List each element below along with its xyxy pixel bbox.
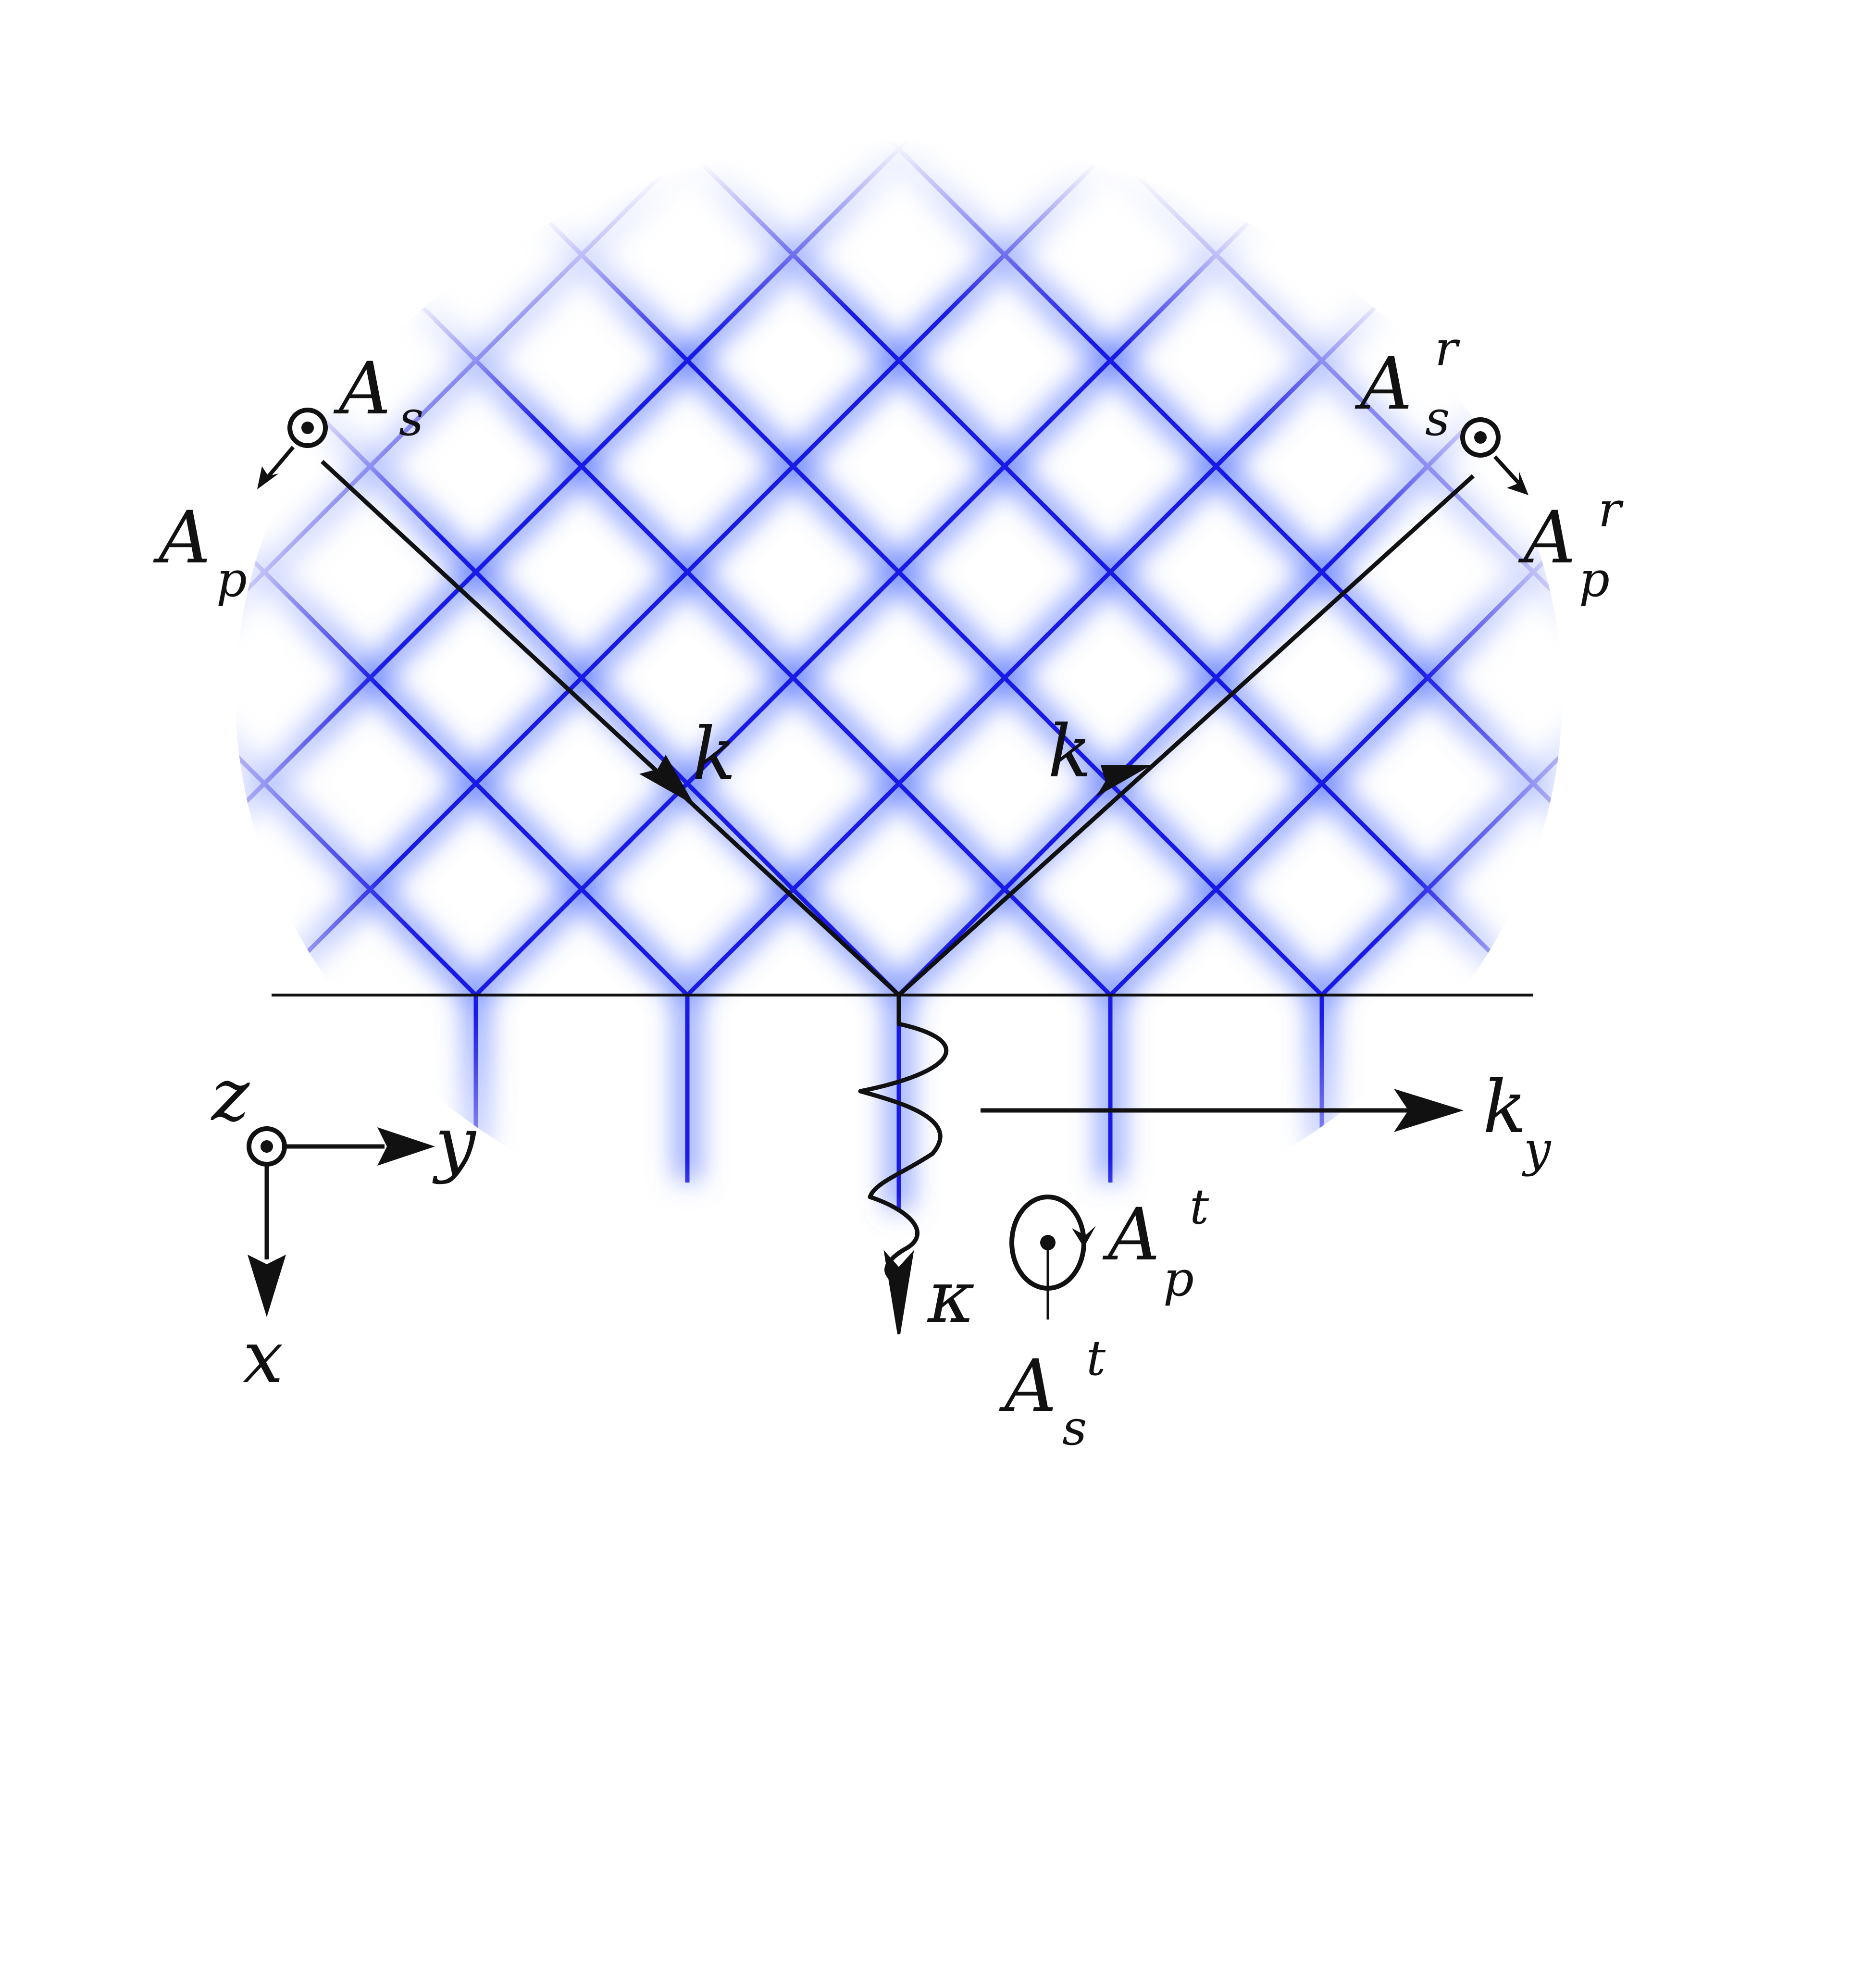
circular-arrowhead: [1072, 1226, 1096, 1247]
incident-as-label-main: A: [333, 347, 391, 431]
incident-ray: [320, 460, 901, 997]
wavefront-rising: [1531, 649, 1876, 997]
apr-small-arrow: [1493, 455, 1520, 485]
wavefront-falling: [609, 70, 1535, 997]
reflected-as-label-sub: s: [1425, 390, 1450, 447]
dot-icon: [1474, 431, 1487, 444]
ap-small-arrowhead: [257, 466, 279, 489]
wavefront-falling: [0, 727, 266, 997]
transmitted-as-label-main: A: [999, 1345, 1056, 1428]
wavefront-rising: [474, 70, 1401, 997]
reflected-k-arrowhead: [1096, 765, 1151, 797]
reflected-k-label: k: [1048, 710, 1092, 794]
kappa-label: κ: [927, 1256, 975, 1339]
reflected-as-label-main: A: [1354, 342, 1412, 426]
reflected-ap-label-main: A: [1518, 496, 1576, 580]
incident-k-arrowhead: [639, 755, 695, 805]
incident-as-label-sub: s: [399, 390, 423, 447]
wavefront-rising: [685, 70, 1612, 997]
incident-polarization-marker: [257, 408, 328, 489]
wavefront-falling: [1031, 70, 1876, 918]
transmitted-polarization-marker: [1009, 1195, 1096, 1320]
ky-label-sub: y: [1522, 1121, 1552, 1177]
reflected-as-label-sup: r: [1435, 321, 1460, 377]
wavefront-rising: [262, 70, 1189, 997]
wavefront-falling: [186, 70, 1112, 997]
apr-small-arrowhead: [1507, 471, 1528, 495]
wavefront-rising: [1320, 437, 1876, 997]
reflected-ap-label-sup: r: [1598, 482, 1624, 538]
transmitted-ap-label-sub: p: [1163, 1251, 1194, 1307]
ky-label-main: k: [1483, 1066, 1527, 1149]
reflected-polarization-marker: [1460, 417, 1528, 495]
dot-icon: [261, 1140, 273, 1153]
axis-y-label: y: [432, 1102, 477, 1185]
wavefront-rising: [1108, 226, 1876, 997]
wavefront-falling: [0, 516, 478, 997]
wavefront-rising: [51, 70, 978, 997]
reflected-ray: [897, 474, 1475, 997]
incident-ap-label-main: A: [153, 496, 211, 580]
axis-x-label: x: [243, 1316, 284, 1399]
wavefront-falling: [820, 70, 1747, 997]
wavefront-falling: [397, 70, 1324, 997]
evanescent-wave-squiggle: [858, 995, 949, 1309]
kappa-arrow: [883, 1250, 914, 1334]
coordinate-axes: [247, 1126, 435, 1317]
axis-z-label: z: [211, 1054, 250, 1137]
ap-small-arrow: [265, 446, 295, 480]
reflected-ap-label-sub: p: [1579, 551, 1610, 608]
transmitted-as-label-sup: t: [1086, 1330, 1106, 1386]
wavefront-rising: [897, 70, 1824, 997]
wavefront-rising: [0, 70, 766, 840]
incident-ap-label-sub: p: [216, 551, 247, 608]
dot-icon: [301, 422, 314, 434]
transmitted-ap-label-sup: t: [1190, 1179, 1209, 1235]
wavefront-falling: [0, 93, 901, 997]
x-axis-arrowhead: [248, 1255, 286, 1317]
transmitted-ap-label-main: A: [1102, 1193, 1160, 1277]
ky-arrowhead: [1394, 1089, 1464, 1132]
transmitted-as-label-sub: s: [1062, 1400, 1087, 1456]
wave-line-layer: [0, 70, 1876, 1211]
incident-k-label: k: [692, 712, 736, 796]
wavefront-falling: [0, 304, 689, 997]
y-axis-arrowhead: [377, 1127, 435, 1166]
dot-icon: [1040, 1235, 1056, 1250]
